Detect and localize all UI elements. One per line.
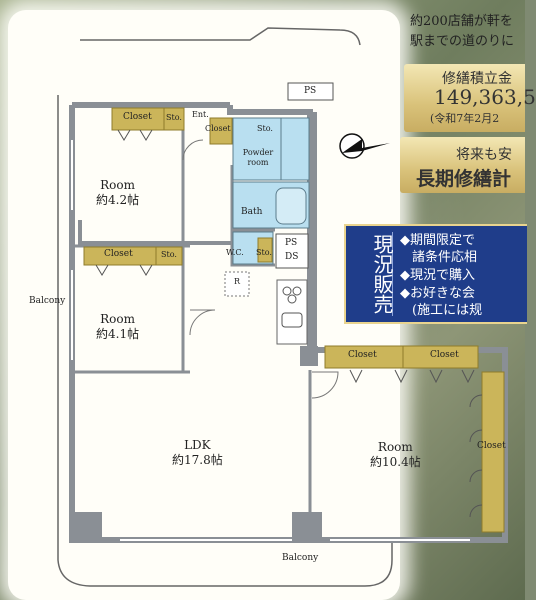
- closet-label: Closet: [205, 124, 231, 133]
- promo-note: 約200店舗が軒を 駅までの道のりに: [410, 12, 514, 52]
- floorplan-drawing: [57, 27, 508, 587]
- ds-label: DS: [285, 252, 299, 262]
- room-name: Room: [377, 440, 413, 454]
- status-box: 現況販売 ◆期間限定で 諸条件応相 ◆現況で購入 ◆お好きな会 (施工には规: [344, 224, 527, 324]
- balcony-label: Balcony: [282, 553, 319, 563]
- storage-label: Sto.: [166, 113, 182, 122]
- room-name: LDK: [184, 438, 211, 452]
- status-bullet: ◆お好きな会: [400, 286, 475, 301]
- status-bullet: 諸条件応相: [412, 250, 478, 265]
- powder-room-label: Powder room: [242, 148, 274, 167]
- room-size: 約17.8帖: [172, 453, 223, 467]
- bath-label: Bath: [241, 207, 263, 217]
- status-bullet: ◆期間限定で: [400, 233, 475, 248]
- plan-line: 将来も安: [456, 147, 512, 163]
- closet-label: Closet: [430, 350, 459, 360]
- ps-label: PS: [285, 238, 298, 248]
- room-size: 約4.2帖: [96, 193, 140, 207]
- room-size: 約4.1帖: [96, 327, 140, 341]
- entrance-label: Ent.: [192, 110, 209, 119]
- storage-label: Sto.: [257, 124, 273, 133]
- closet-label: Closet: [123, 112, 152, 122]
- repair-fund-title: 修繕積立金: [442, 71, 512, 87]
- repair-fund-box: 修繕積立金 149,363,5 (令和7年2月2: [404, 64, 536, 132]
- room-label: Room 約10.4帖: [370, 440, 421, 470]
- room-name: Room: [100, 312, 135, 326]
- repair-fund-amount: 149,363,5: [434, 85, 536, 109]
- status-bullet: ◆現況で購入: [400, 268, 475, 283]
- status-bullet: (施工には规: [412, 303, 483, 318]
- balcony-label: Balcony: [29, 296, 66, 306]
- maintenance-plan-box: 将来も安 長期修繕計: [400, 137, 525, 193]
- wc-label: W.C.: [226, 248, 244, 257]
- repair-fund-date: (令和7年2月2: [430, 112, 500, 125]
- closet-label: Closet: [348, 350, 377, 360]
- compass-north-icon: [339, 133, 390, 159]
- room-name: Room: [100, 178, 135, 192]
- status-vertical-title: 現況販売: [352, 232, 394, 316]
- storage-label: Sto.: [256, 248, 272, 257]
- note-line: 約200店舗が軒を: [410, 14, 513, 29]
- note-line: 駅までの道のりに: [410, 34, 515, 49]
- room-label: Room 約4.2帖: [96, 178, 139, 208]
- storage-label: Sto.: [161, 250, 177, 259]
- room-label: LDK 約17.8帖: [172, 438, 223, 468]
- room-label: Room 約4.1帖: [96, 312, 139, 342]
- room-size: 約10.4帖: [370, 455, 421, 469]
- ps-label: PS: [304, 86, 317, 96]
- closet-label: Closet: [104, 249, 133, 259]
- plan-line: 長期修繕計: [416, 168, 512, 190]
- closet-label: Closet: [477, 441, 506, 451]
- fridge-label: R: [234, 277, 241, 286]
